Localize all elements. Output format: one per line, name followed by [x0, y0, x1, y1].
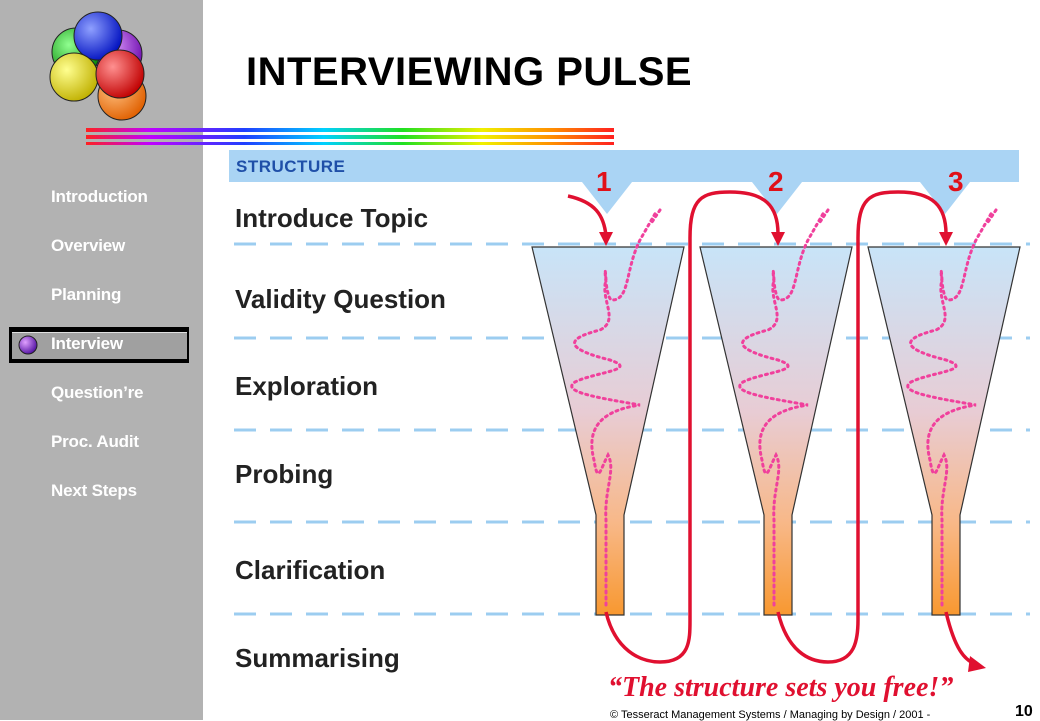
- quote-text: “The structure sets you free!”: [608, 672, 954, 703]
- structure-band: [229, 150, 1019, 182]
- structure-label: STRUCTURE: [236, 157, 346, 176]
- logo-spheres: [49, 11, 147, 121]
- nav-item-overview[interactable]: Overview: [51, 236, 126, 255]
- row-label-introduce-topic: Introduce Topic: [235, 203, 429, 233]
- dotted-paths: [570, 208, 998, 607]
- row-label-probing: Probing: [235, 459, 334, 489]
- row-label-clarification: Clarification: [235, 555, 386, 585]
- nav-item-questionnaire[interactable]: Question’re: [51, 383, 144, 402]
- pulse-loop: [567, 190, 976, 666]
- funnel-2: [699, 246, 853, 616]
- page-number: 10: [1015, 703, 1033, 720]
- nav-item-introduction[interactable]: Introduction: [51, 187, 148, 206]
- arrowheads: [599, 232, 986, 672]
- row-label-summarising: Summarising: [235, 643, 400, 673]
- nav-item-planning[interactable]: Planning: [51, 285, 122, 304]
- nav-item-proc-audit[interactable]: Proc. Audit: [51, 432, 139, 451]
- page-title: INTERVIEWING PULSE: [246, 50, 693, 94]
- step-number-1: 1: [596, 166, 612, 197]
- funnel-3: [867, 246, 1021, 616]
- row-label-validity-question: Validity Question: [235, 284, 446, 314]
- funnel-1: [531, 246, 685, 616]
- nav-item-next-steps[interactable]: Next Steps: [51, 481, 137, 500]
- rainbow-divider: [86, 128, 614, 145]
- step-number-2: 2: [768, 166, 784, 197]
- footer-copyright: © Tesseract Management Systems / Managin…: [610, 709, 931, 721]
- nav-item-interview[interactable]: Interview: [51, 334, 123, 353]
- notch-2: [752, 182, 802, 214]
- notch-3: [920, 182, 970, 214]
- row-label-exploration: Exploration: [235, 371, 379, 401]
- notch-1: [582, 182, 632, 214]
- bullet-icon: [18, 335, 38, 355]
- nav-active-highlight: [12, 332, 187, 359]
- step-number-3: 3: [948, 166, 964, 197]
